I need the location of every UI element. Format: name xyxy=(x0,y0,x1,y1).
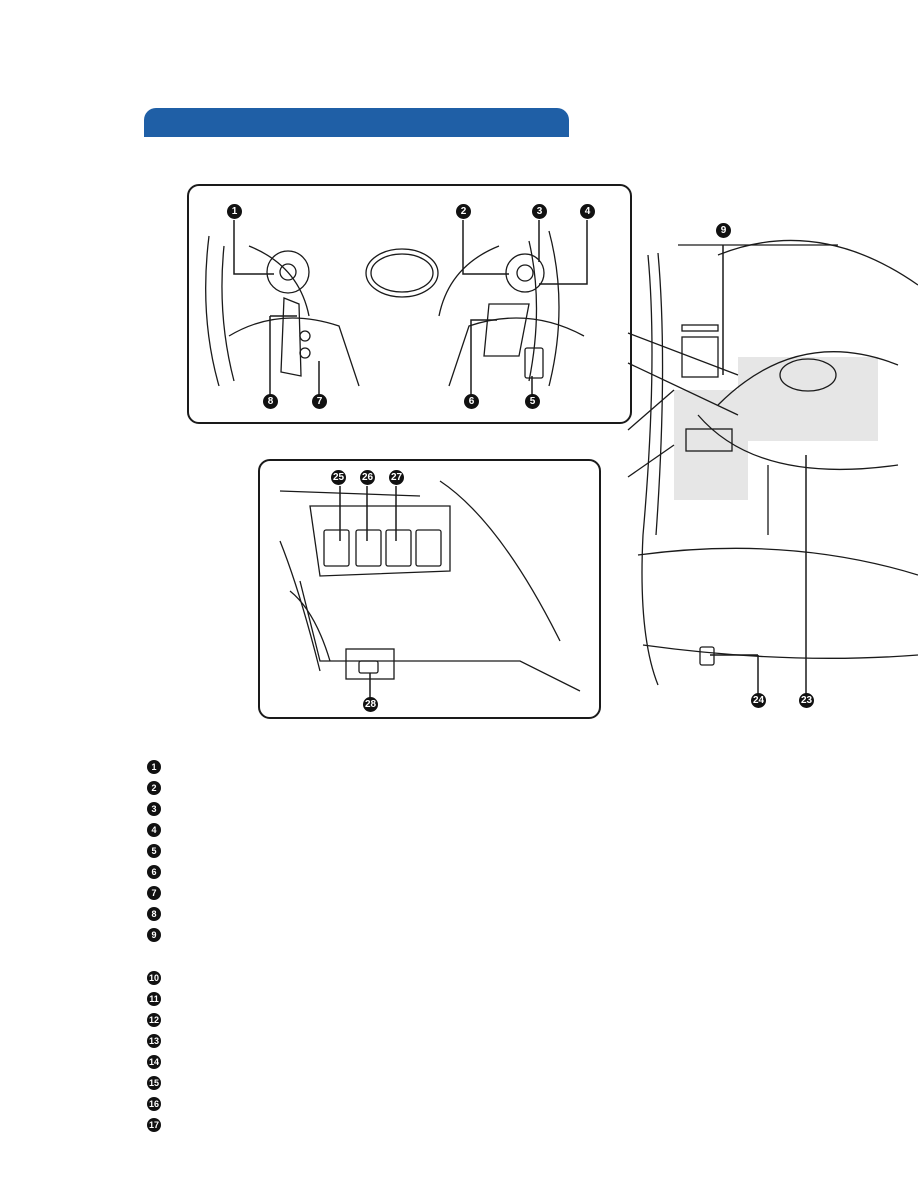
callout-26: 26 xyxy=(360,470,375,485)
lower-dash-switch-panel: 25 26 27 28 xyxy=(258,459,601,719)
steering-wheel-detail-panel: 1 2 3 4 8 7 6 5 xyxy=(187,184,632,424)
callout-5: 5 xyxy=(525,394,540,409)
callout-6: 6 xyxy=(464,394,479,409)
callout-3: 3 xyxy=(532,204,547,219)
legend-number: 14 xyxy=(147,1055,161,1069)
callout-2: 2 xyxy=(456,204,471,219)
legend-number: 13 xyxy=(147,1034,161,1048)
legend-number: 2 xyxy=(147,781,161,795)
cockpit-overview-illustration xyxy=(627,239,918,695)
legend-number: 6 xyxy=(147,865,161,879)
legend-number: 4 xyxy=(147,823,161,837)
legend-number: 9 xyxy=(147,928,161,942)
callout-28: 28 xyxy=(363,697,378,712)
callout-4: 4 xyxy=(580,204,595,219)
legend-number: 8 xyxy=(147,907,161,921)
callout-23: 23 xyxy=(799,693,814,708)
legend-number: 15 xyxy=(147,1076,161,1090)
legend-number: 3 xyxy=(147,802,161,816)
callout-9: 9 xyxy=(716,223,731,238)
legend-number: 7 xyxy=(147,886,161,900)
legend-number: 10 xyxy=(147,971,161,985)
legend-number: 11 xyxy=(147,992,161,1006)
section-header-bar xyxy=(144,108,569,137)
legend-number: 17 xyxy=(147,1118,161,1132)
switch-bank-illustration xyxy=(279,480,581,701)
legend-number: 1 xyxy=(147,760,161,774)
callout-1: 1 xyxy=(227,204,242,219)
callout-25: 25 xyxy=(331,470,346,485)
legend-number: 12 xyxy=(147,1013,161,1027)
steering-wheel-illustration xyxy=(205,220,588,401)
callout-24: 24 xyxy=(751,693,766,708)
legend-number: 5 xyxy=(147,844,161,858)
callout-27: 27 xyxy=(389,470,404,485)
callout-8: 8 xyxy=(263,394,278,409)
legend-number: 16 xyxy=(147,1097,161,1111)
callout-7: 7 xyxy=(312,394,327,409)
